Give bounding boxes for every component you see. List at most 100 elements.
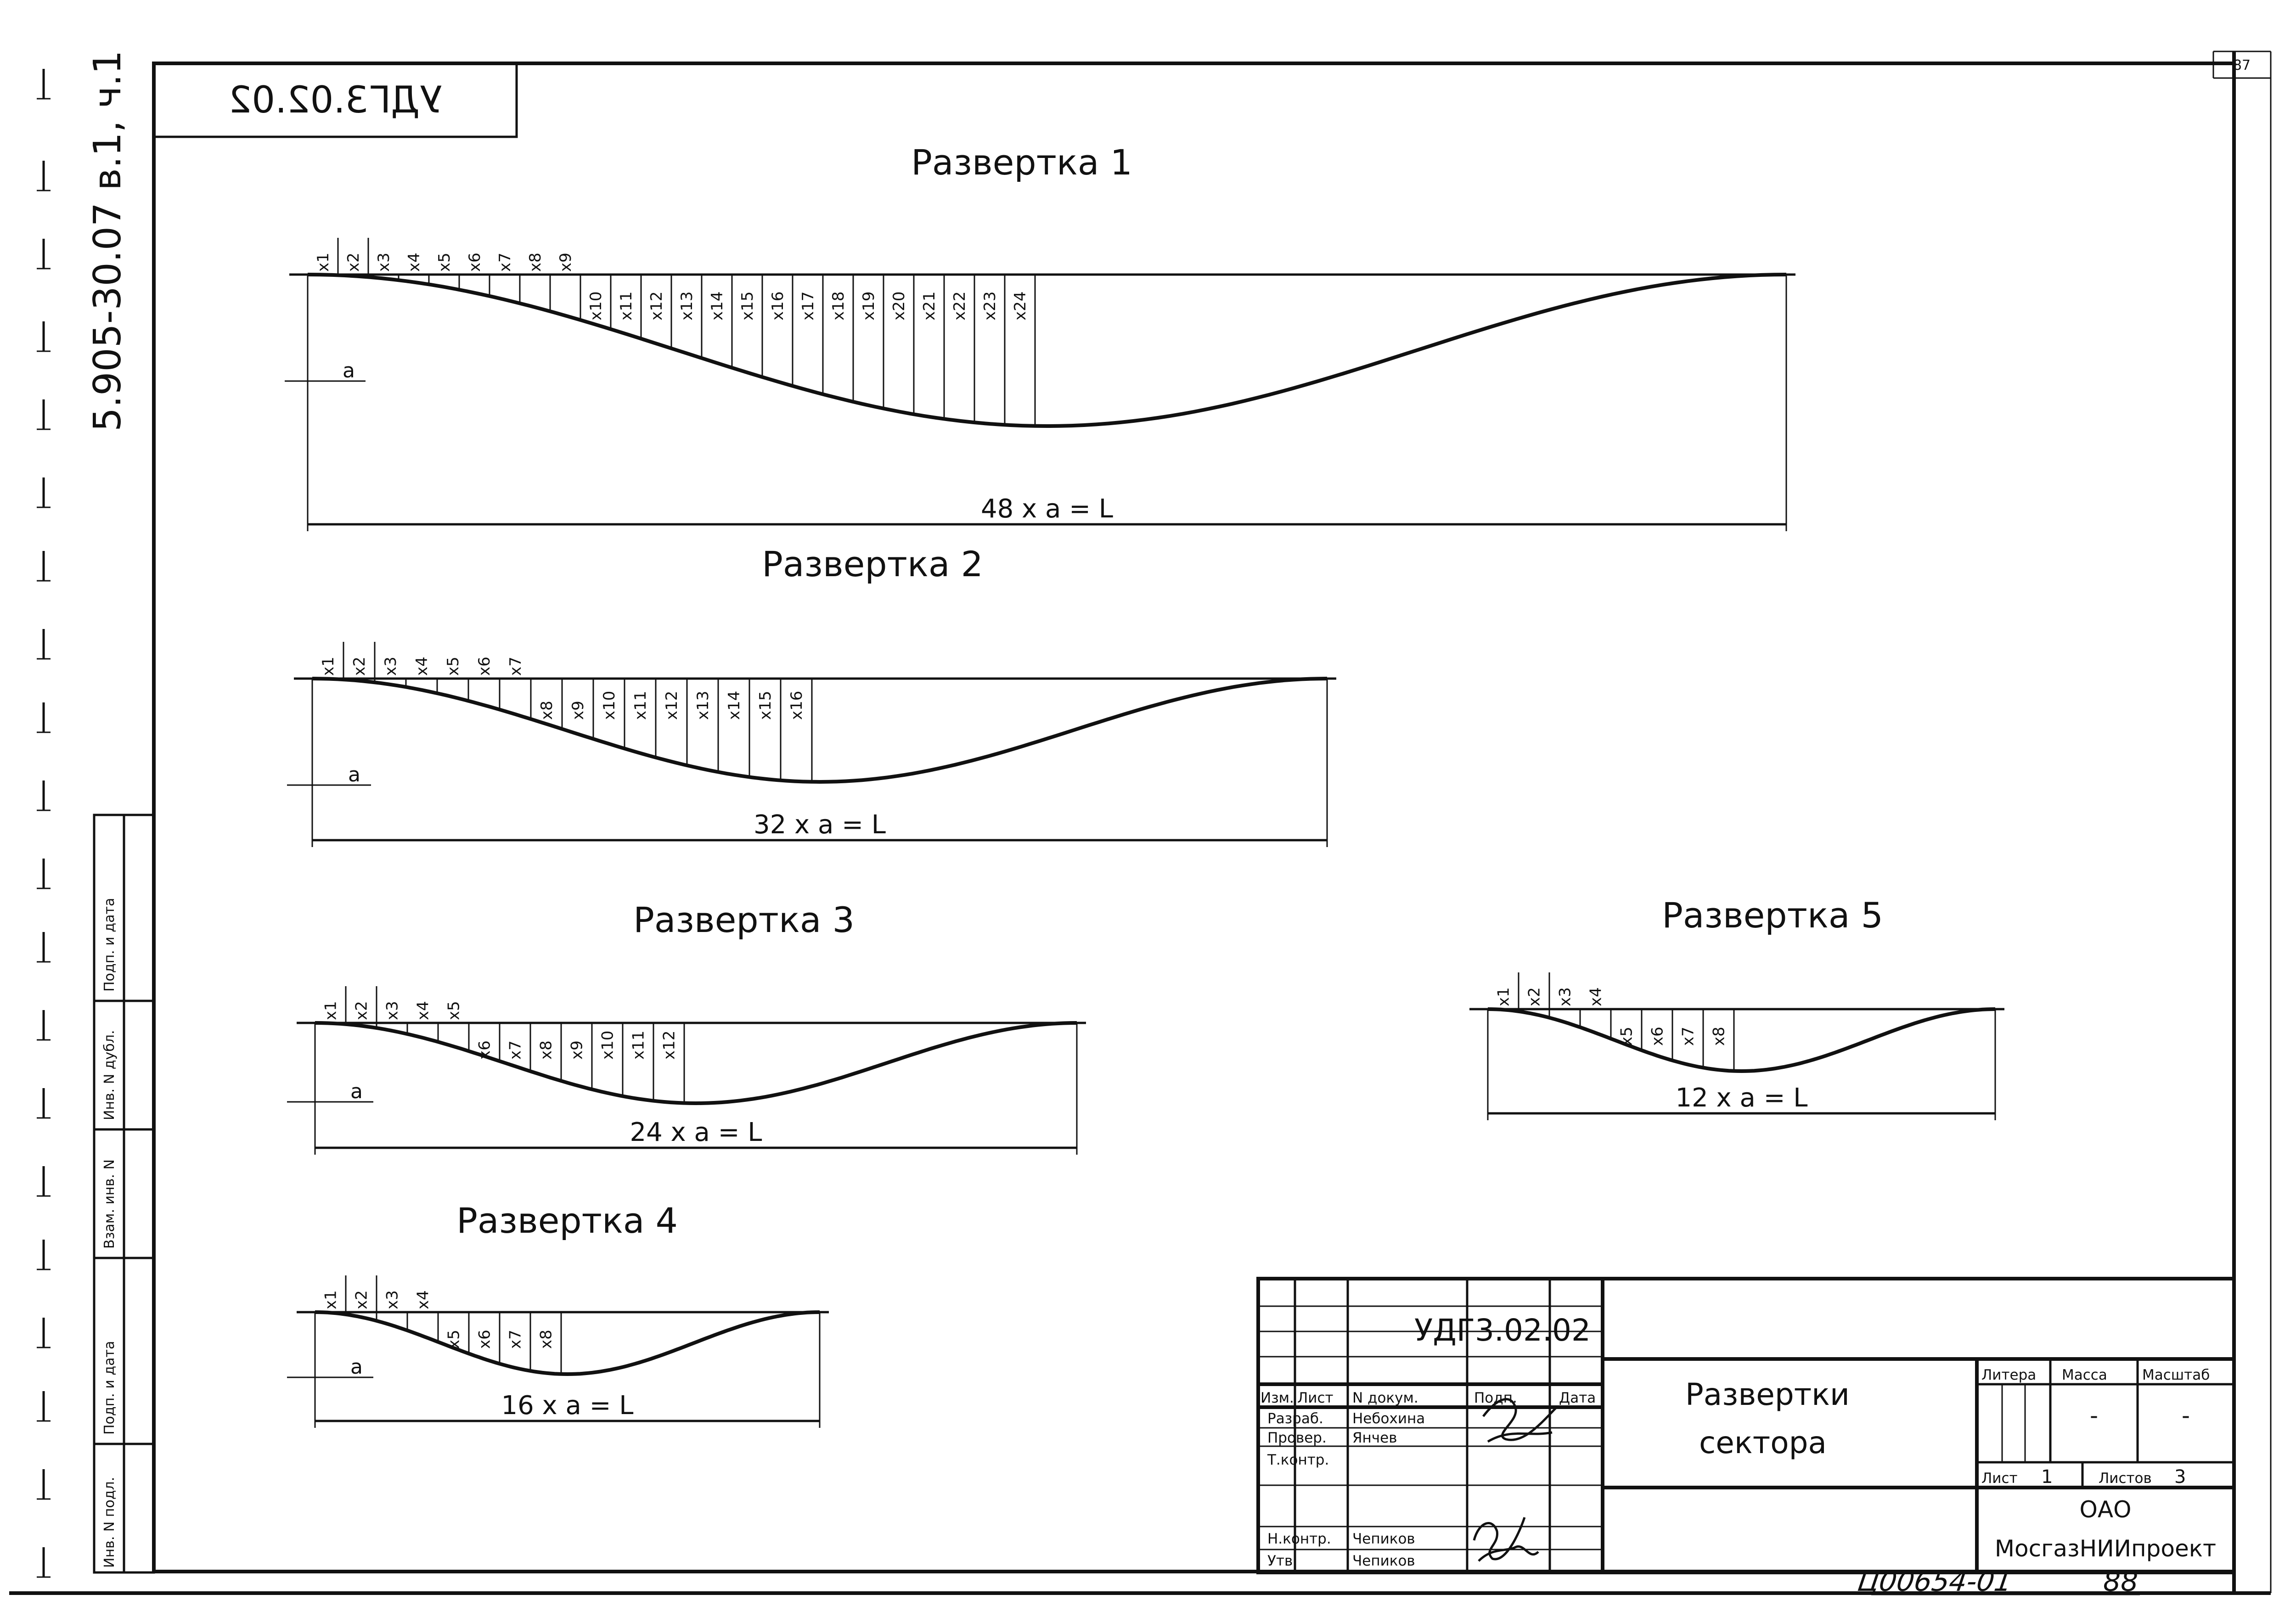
a-mark-label: a	[348, 763, 360, 786]
role-2: Т.контр.	[1267, 1452, 1329, 1468]
a-mark-label: a	[350, 1080, 363, 1103]
ordinate-label: x2	[1525, 987, 1544, 1006]
sheets-value: 3	[2174, 1466, 2186, 1488]
name-0: Небохина	[1352, 1410, 1425, 1427]
ordinate-label: x19	[860, 292, 878, 320]
unfolding-title: Развертка 2	[762, 544, 983, 584]
ordinate-label: x3	[382, 657, 400, 676]
ordinate-label: x9	[569, 701, 587, 720]
ordinate-label: x6	[466, 253, 484, 272]
ordinate-label: x4	[1587, 987, 1605, 1006]
hdr-list: Лист	[1297, 1390, 1334, 1406]
ordinate-label: x7	[506, 657, 525, 676]
handwritten-footer: Ц00654-01	[1856, 1566, 2014, 1598]
hdr-data: Дата	[1559, 1390, 1596, 1406]
ordinate-label: x5	[1618, 1027, 1636, 1046]
signature-2	[1473, 1517, 1539, 1562]
ordinate-label: x4	[405, 253, 423, 272]
ordinate-label: x7	[506, 1330, 525, 1349]
ordinate-label: x10	[600, 691, 619, 720]
title-name-line2: сектора	[1699, 1425, 1827, 1460]
stamp-inv-podl: Инв. N подл.	[101, 1477, 118, 1568]
sheet-value: 1	[2041, 1466, 2053, 1488]
name-1: Янчев	[1352, 1430, 1397, 1446]
ordinate-label: x15	[738, 292, 757, 320]
role-4: Н.контр.	[1267, 1531, 1331, 1547]
ordinate-label: x6	[476, 1040, 494, 1060]
ordinate-label: x2	[353, 1001, 371, 1020]
stamp-podp-data-1: Подп. и дата	[101, 1341, 118, 1435]
handwritten-number: 88	[2103, 1566, 2138, 1598]
org-line2: МосгазНИИпроект	[1995, 1535, 2216, 1562]
ordinate-label: x1	[319, 657, 338, 676]
unfolding-curve	[312, 677, 1328, 784]
hdr-ndoc: N докум.	[1352, 1390, 1418, 1406]
ordinate-label: x8	[538, 701, 556, 720]
ordinate-label: x1	[322, 1001, 340, 1020]
stamp-inv-dubl: Инв. N дубл.	[101, 1030, 118, 1121]
role-0: Разраб.	[1267, 1410, 1323, 1427]
ordinate-label: x11	[631, 691, 650, 720]
ordinate-label: x15	[756, 691, 775, 720]
ordinate-label: x5	[445, 1330, 463, 1349]
sheets-label: Листов	[2099, 1470, 2152, 1487]
name-4: Чепиков	[1352, 1531, 1415, 1547]
dimension-label: 32 x a = L	[754, 810, 886, 840]
ordinate-label: x3	[1556, 987, 1575, 1006]
unfolding-curve	[315, 1310, 820, 1376]
ordinate-label: x2	[350, 657, 369, 676]
ordinate-label: x24	[1011, 292, 1030, 320]
stamp-podp-data-2: Подп. и дата	[101, 898, 118, 992]
ordinate-label: x11	[630, 1031, 648, 1060]
ordinate-label: x21	[920, 292, 939, 320]
unfoldings-group: Развертка 1 x1 x2 x3 x4 x5 x6 x7 x8 x9 x10 x11 x12 x1…	[285, 142, 2004, 1428]
ordinate-label: x6	[1649, 1027, 1667, 1046]
signature-1	[1482, 1398, 1558, 1443]
dimension-label: 16 x a = L	[501, 1391, 633, 1420]
a-mark-label: a	[350, 1355, 363, 1379]
ordinate-label: x4	[414, 1001, 433, 1020]
ordinate-label: x10	[599, 1031, 617, 1060]
mirrored-doc-code: УДГ3.02.02	[228, 79, 442, 121]
left-margin-ticks	[37, 69, 51, 1578]
ordinate-label: x1	[1495, 987, 1513, 1006]
ordinate-label: x10	[587, 292, 605, 320]
ordinate-label: x22	[951, 292, 969, 320]
unfolding-curve	[307, 273, 1787, 428]
ordinate-label: x3	[383, 1290, 402, 1309]
ordinate-label: x18	[829, 292, 848, 320]
ordinate-label: x13	[694, 691, 712, 720]
ordinate-label: x6	[476, 1330, 494, 1349]
ordinate-label: x9	[557, 253, 575, 272]
ordinate-label: x16	[788, 691, 806, 720]
role-1: Провер.	[1267, 1430, 1327, 1446]
stamp-vzam-inv: Взам. инв. N	[101, 1159, 118, 1249]
ordinate-label: x7	[506, 1040, 525, 1060]
ordinate-label: x13	[678, 292, 696, 320]
ordinate-label: x17	[799, 292, 817, 320]
ordinate-label: x12	[660, 1031, 679, 1060]
hdr-izm: Изм.	[1261, 1390, 1294, 1406]
masshtab-label: Масштаб	[2142, 1367, 2210, 1383]
ordinate-label: x9	[568, 1040, 586, 1060]
ordinate-label: x8	[1710, 1027, 1728, 1046]
massa-value: -	[2090, 1402, 2098, 1429]
ordinate-label: x11	[617, 292, 636, 320]
ordinate-label: x14	[725, 691, 743, 720]
unfolding-title: Развертка 1	[911, 142, 1132, 183]
unfolding-title: Развертка 3	[633, 899, 855, 940]
ordinate-label: x23	[981, 292, 999, 320]
ordinate-label: x2	[353, 1290, 371, 1309]
ordinate-label: x8	[526, 253, 545, 272]
ordinate-label: x16	[769, 292, 787, 320]
dimension-label: 12 x a = L	[1675, 1083, 1807, 1113]
role-5: Утв.	[1267, 1553, 1297, 1569]
ordinate-label: x1	[314, 253, 332, 272]
masshtab-value: -	[2182, 1402, 2190, 1429]
litera-label: Литера	[1981, 1367, 2036, 1383]
ordinate-label: x4	[414, 1290, 433, 1309]
unfolding-title: Развертка 5	[1662, 895, 1883, 936]
